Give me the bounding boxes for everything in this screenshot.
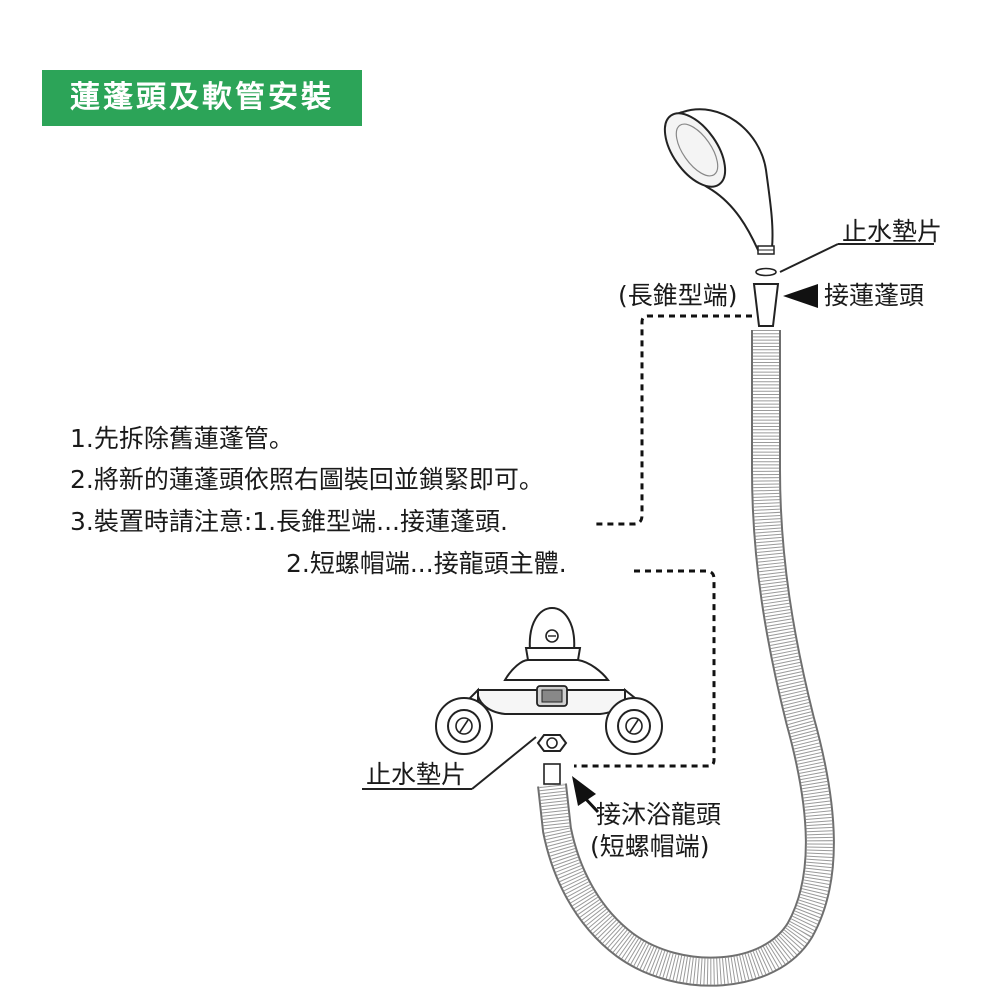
step-1: 1.先拆除舊蓮蓬管。 (70, 424, 294, 453)
hex-nut-icon (536, 734, 568, 785)
washer-bottom-label: 止水墊片 (366, 760, 467, 789)
arrow-showerhead-icon (783, 284, 818, 308)
cone-fitting-icon (752, 283, 780, 327)
washer-bottom-leader (362, 736, 537, 790)
shower-head (663, 108, 775, 255)
step-3: 3.裝置時請注意:1.長錐型端...接蓮蓬頭. (70, 507, 508, 536)
washer-top-label: 止水墊片 (842, 217, 943, 246)
right-wall-connector-icon (605, 697, 663, 755)
step-3-sub: 2.短螺帽端...接龍頭主體. (286, 549, 567, 578)
title-banner: 蓮蓬頭及軟管安裝 (42, 70, 362, 126)
left-wall-connector-icon (435, 697, 493, 755)
step-2: 2.將新的蓮蓬頭依照右圖裝回並鎖緊即可。 (70, 465, 544, 494)
connect-showerhead-label: 接蓮蓬頭 (824, 281, 925, 310)
faucet-body (464, 606, 642, 715)
shower-hose (537, 330, 835, 987)
dotted-connector-cone (594, 314, 752, 526)
cone-end-label: (長錐型端) (618, 281, 738, 310)
nut-end-label: (短螺帽端) (590, 832, 710, 861)
washer-top-icon (755, 267, 777, 277)
arrow-faucet-icon (572, 776, 600, 814)
washer-top-leader (779, 243, 934, 273)
page-title: 蓮蓬頭及軟管安裝 (70, 80, 334, 115)
connect-faucet-label: 接沐浴龍頭 (596, 800, 722, 829)
